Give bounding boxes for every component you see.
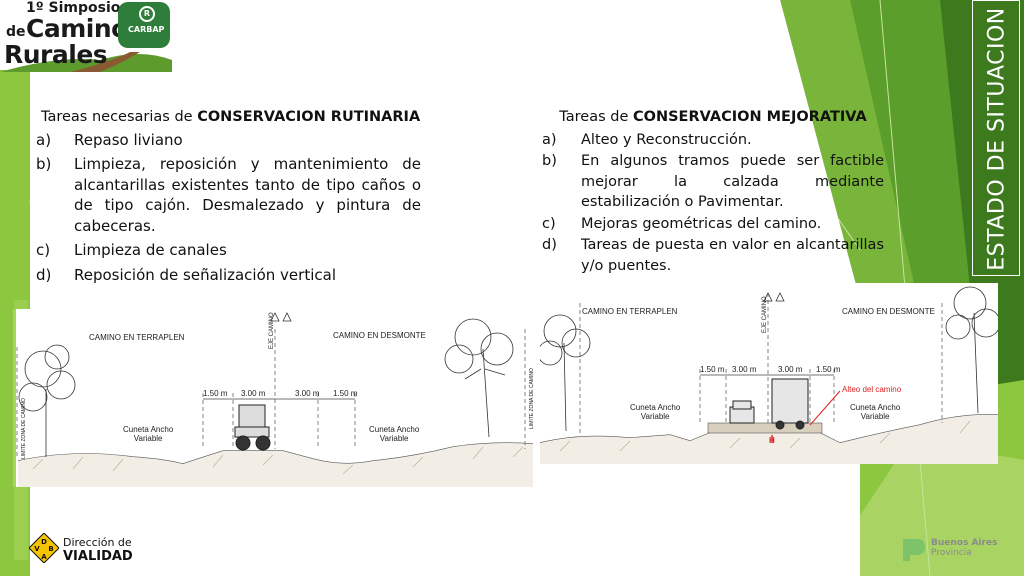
list-item: a) Alteo y Reconstrucción. <box>542 130 884 151</box>
list-text: Reposición de señalización vertical <box>74 265 336 284</box>
rutinaria-section: Tareas necesarias de CONSERVACION RUTINA… <box>36 107 421 289</box>
buenos-aires-logo: Buenos Aires Provincia <box>899 535 999 563</box>
label-cuneta-left-right: Cuneta Ancho Variable <box>630 403 681 421</box>
list-item: c) Mejoras geométricas del camino. <box>542 214 884 235</box>
rutinaria-list: a) Repaso liviano b) Limpieza, reposición … <box>36 130 421 286</box>
list-item: d) Tareas de puesta en valor en alcantari… <box>542 235 884 276</box>
label-alteo-del-camino: Alteo del camino <box>842 385 902 394</box>
cross-section-routine-art <box>13 309 534 487</box>
logo-line-3: Rurales <box>4 40 108 69</box>
carbap-badge-letter: R <box>139 6 155 22</box>
list-text: Repaso liviano <box>74 130 183 149</box>
list-marker: a) <box>36 130 52 149</box>
label-cuneta-right: Cuneta Ancho Variable <box>369 425 420 443</box>
buenos-aires-icon <box>903 539 925 561</box>
dvba-letter-v: V <box>34 545 40 553</box>
label-limite-left: LIMITE ZONA DE CAMINO <box>21 398 27 459</box>
list-text: Limpieza de canales <box>74 241 227 259</box>
list-item: b) Limpieza, reposición y mantenimiento d… <box>36 154 421 236</box>
label-limite-right: LIMITE ZONA DE CAMINO <box>529 368 535 429</box>
dimension-3: 3.00 m <box>295 389 320 398</box>
simposio-logo: 1º Simposio de Caminos Rurales R CARBAP <box>0 0 172 72</box>
logo-line-1: 1º Simposio <box>26 0 121 16</box>
list-text: Mejoras geométricas del camino. <box>581 215 822 232</box>
list-marker: b) <box>542 153 557 169</box>
dimension-4-right: 1.50 m <box>816 365 841 374</box>
dvba-letter-b: B <box>48 545 53 553</box>
mejorativa-list: a) Alteo y Reconstrucción. b) En algunos t… <box>542 130 884 277</box>
dimension-2-right: 3.00 m <box>732 365 757 374</box>
cross-section-improvement-art <box>540 286 998 464</box>
list-item: a) Repaso liviano <box>36 130 421 151</box>
mejorativa-heading-bold: CONSERVACION MEJORATIVA <box>633 109 867 125</box>
label-cuneta-left: Cuneta Ancho Variable <box>123 425 174 443</box>
ba-line-1: Buenos Aires <box>931 538 998 548</box>
mejorativa-heading: Tareas de CONSERVACION MEJORATIVA <box>542 107 884 128</box>
dv-line-1: Dirección de <box>63 536 132 549</box>
list-marker: a) <box>542 131 557 148</box>
list-marker: c) <box>542 215 556 232</box>
label-eje-camino-right: EJE CAMINO <box>762 296 768 333</box>
label-h: H <box>769 436 775 445</box>
list-marker: d) <box>542 237 557 253</box>
list-marker: b) <box>36 155 52 173</box>
dimension-1-right: 1.50 m <box>700 365 725 374</box>
dimension-3-right: 3.00 m <box>778 365 803 374</box>
mejorativa-section: Tareas de CONSERVACION MEJORATIVA a) Alte… <box>542 107 884 277</box>
side-title: ESTADO DE SITUACION <box>984 7 1010 271</box>
list-text: Alteo y Reconstrucción. <box>581 131 752 148</box>
dvba-icon: D V B A <box>29 533 59 563</box>
rutinaria-heading-bold: CONSERVACION RUTINARIA <box>197 109 421 125</box>
list-text: En algunos tramos puede ser factible mej… <box>581 153 884 210</box>
logo-line-2-prefix: de <box>6 24 26 40</box>
dvba-letter-d: D <box>41 538 47 546</box>
dimension-4: 1.50 m <box>333 389 358 398</box>
cross-section-improvement: CAMINO EN TERRAPLEN CAMINO EN DESMONTE 1… <box>540 283 998 464</box>
direccion-vialidad-logo: D V B A Dirección de VIALIDAD <box>29 533 133 567</box>
label-cuneta-right-right: Cuneta Ancho Variable <box>850 403 901 421</box>
carbap-badge-label: CARBAP <box>128 25 165 34</box>
cross-section-routine: CAMINO EN TERRAPLEN CAMINO EN DESMONTE 1… <box>13 309 538 487</box>
rutinaria-heading-prefix: Tareas necesarias de <box>41 109 198 125</box>
list-item: d) Reposición de señalización vertical <box>36 265 421 286</box>
ba-line-2: Provincia <box>931 548 972 558</box>
rutinaria-heading: Tareas necesarias de CONSERVACION RUTINA… <box>36 107 421 128</box>
list-text: Tareas de puesta en valor en alcantarill… <box>581 237 884 274</box>
list-text: Limpieza, reposición y mantenimiento de … <box>74 155 421 235</box>
logo-road-icon <box>0 52 172 72</box>
mejorativa-heading-prefix: Tareas de <box>559 109 633 125</box>
dimension-1: 1.50 m <box>203 389 228 398</box>
side-title-box: ESTADO DE SITUACION <box>972 0 1020 276</box>
list-item: c) Limpieza de canales <box>36 240 421 261</box>
list-item: b) En algunos tramos puede ser factible m… <box>542 151 884 213</box>
label-camino-terraplen: CAMINO EN TERRAPLEN <box>89 333 185 342</box>
dv-line-2: VIALIDAD <box>63 549 133 564</box>
label-camino-terraplen-2: CAMINO EN TERRAPLEN <box>582 307 678 316</box>
list-marker: d) <box>36 265 52 284</box>
dvba-letter-a: A <box>41 553 47 561</box>
dimension-2: 3.00 m <box>241 389 266 398</box>
right-green-band-5 <box>820 440 1024 576</box>
label-camino-desmonte: CAMINO EN DESMONTE <box>333 331 426 340</box>
list-marker: c) <box>36 241 51 259</box>
label-camino-desmonte-2: CAMINO EN DESMONTE <box>842 307 935 316</box>
label-eje-camino: EJE CAMINO <box>269 312 275 349</box>
